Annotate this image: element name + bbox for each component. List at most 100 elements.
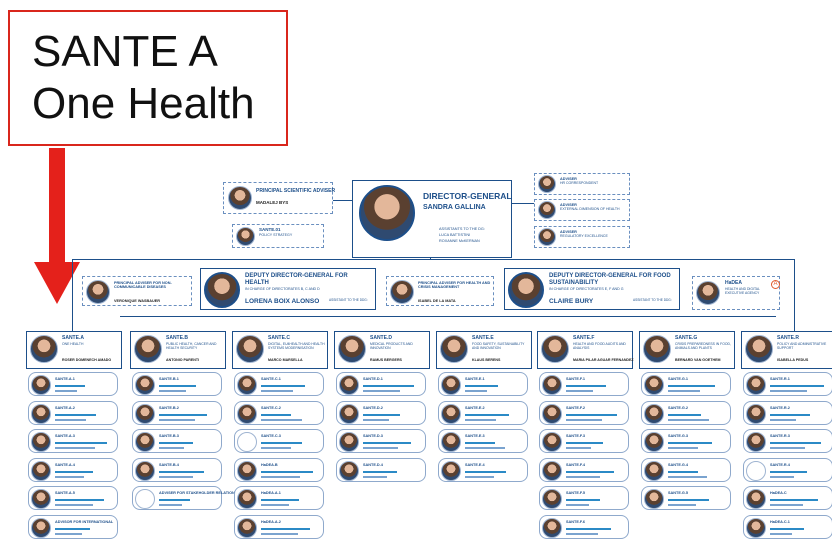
ddg-health-assist: ASSISTANT TO THE DDG: xyxy=(329,298,368,302)
avatar xyxy=(644,375,664,395)
avatar xyxy=(339,403,359,424)
directorate-head: RAMUS BERGERS xyxy=(370,358,402,362)
unit-code: HaDEA.A.2 xyxy=(261,519,281,524)
avatar xyxy=(338,335,366,363)
unit-text-line xyxy=(566,504,589,506)
sante-01-box: SANTE.01 POLICY STRATEGY xyxy=(232,224,324,248)
unit-code: ADVISER FOR STAKEHOLDER RELATIONS xyxy=(159,491,238,495)
unit-text-line xyxy=(261,442,302,444)
unit-code: SANTE.E.4 xyxy=(465,462,485,467)
unit-code: SANTE.F.5 xyxy=(566,491,585,495)
ddg-food-assist: ASSISTANT TO THE DDG: xyxy=(633,298,672,302)
avatar xyxy=(746,403,766,424)
directorate-head: ISABELLA PEDUS xyxy=(777,358,809,362)
avatar xyxy=(339,375,359,395)
avatar xyxy=(644,432,664,452)
unit-box: SANTE.E.3 xyxy=(438,429,528,453)
unit-text-line xyxy=(55,475,84,478)
unit-text-line xyxy=(465,418,496,421)
pa-ncd-title: PRINCIPAL ADVISER FOR NON-COMMUNICABLE D… xyxy=(114,281,172,290)
unit-code: HaDEA.A.1 xyxy=(261,491,281,495)
unit-box: HaDEA.A.1 xyxy=(234,486,324,510)
unit-code: SANTE.A.4 xyxy=(55,462,75,467)
unit-code: SANTE.G.1 xyxy=(668,377,689,381)
avatar xyxy=(135,489,155,509)
director-general-box: DIRECTOR-GENERAL SANDRA GALLINA ASSISTAN… xyxy=(352,180,512,258)
ddg-health-title: DEPUTY DIRECTOR-GENERAL FOR HEALTH xyxy=(245,273,348,286)
adviser-title: ADVISER xyxy=(560,177,577,181)
unit-text-line xyxy=(668,413,701,416)
avatar xyxy=(86,280,110,304)
directorate-head: KLAUS BERENS xyxy=(472,358,501,362)
unit-text-line xyxy=(465,385,498,387)
unit-code: ADVISOR FOR INTERNATIONAL xyxy=(55,519,114,524)
directorate-title: FOOD SAFETY, SUSTAINABILITY AND INNOVATI… xyxy=(472,342,525,350)
unit-box: SANTE.F.2 xyxy=(539,400,629,425)
avatar xyxy=(542,489,562,509)
unit-box: SANTE.F.4 xyxy=(539,457,629,482)
unit-text-line xyxy=(261,527,310,530)
unit-code: SANTE.F.1 xyxy=(566,377,585,381)
unit-box: SANTE.B.1 xyxy=(132,372,222,396)
avatar xyxy=(542,403,562,424)
unit-text-line xyxy=(363,418,389,421)
avatar xyxy=(390,280,414,304)
unit-text-line xyxy=(261,413,291,416)
unit-code: SANTE.G.5 xyxy=(668,491,689,495)
unit-box: ADVISER FOR STAKEHOLDER RELATIONS xyxy=(132,486,237,510)
unit-box: SANTE.E.2 xyxy=(438,400,528,425)
unit-box: SANTE.B.4 xyxy=(132,457,222,482)
unit-box: SANTE.R.3 xyxy=(743,429,832,453)
callout-box: SANTE A One Health xyxy=(8,10,288,146)
unit-text-line xyxy=(159,499,190,501)
adviser-title: ADVISER xyxy=(560,203,577,207)
unit-text-line xyxy=(668,499,709,501)
unit-text-line xyxy=(566,385,606,387)
avatar xyxy=(746,517,766,538)
unit-text-line xyxy=(668,470,698,473)
adviser-regulatory-box: ADVISER REGULATORY EXCELLENCE xyxy=(534,226,630,248)
unit-box: SANTE.E.4 xyxy=(438,457,528,482)
pa-crisis-name: ISABEL DE LA MATA xyxy=(418,299,456,303)
callout-line-2: One Health xyxy=(32,79,255,128)
avatar xyxy=(696,281,720,305)
adviser-title: ADVISER xyxy=(560,230,577,234)
unit-text-line xyxy=(55,527,90,530)
unit-text-line xyxy=(55,447,95,449)
principal-scientific-adviser-box: PRINCIPAL SCIENTIFIC ADVISER MADALEJ BYS xyxy=(223,182,335,214)
unit-text-line xyxy=(566,532,598,535)
unit-text-line xyxy=(770,532,792,535)
unit-code: SANTE.D.1 xyxy=(363,377,383,381)
directorate-head: ANTONIO PARENTI xyxy=(166,358,200,362)
directorate-box: SANTE.B PUBLIC HEALTH, CANCER AND HEALTH… xyxy=(130,331,226,369)
unit-text-line xyxy=(55,385,85,387)
directorate-box: SANTE.R POLICY AND ADMINISTRATIVE SUPPOR… xyxy=(741,331,832,369)
adviser-sub: HR CORRESPONDENT xyxy=(560,181,599,185)
unit-text-line xyxy=(159,385,196,387)
avatar xyxy=(237,375,257,395)
unit-box: SANTE.R.4 xyxy=(743,457,832,482)
unit-text-line xyxy=(566,470,614,473)
directorate-title: CRISIS PREPAREDNESS IN FOOD, ANIMALS AND… xyxy=(675,342,731,350)
avatar xyxy=(30,335,58,363)
unit-code: SANTE.C.2 xyxy=(261,405,281,410)
unit-text-line xyxy=(55,390,77,392)
unit-box: SANTE.F.3 xyxy=(539,429,629,453)
avatar xyxy=(359,185,415,241)
unit-text-line xyxy=(55,499,104,501)
unit-code: SANTE.G.2 xyxy=(668,405,689,410)
unit-text-line xyxy=(261,447,291,449)
unit-text-line xyxy=(363,413,400,416)
unit-box: SANTE.G.4 xyxy=(641,457,731,482)
directorate-box: SANTE.D MEDICAL PRODUCTS AND INNOVATION … xyxy=(334,331,430,369)
directorate-title: DIGITAL, EU4HEALTH AND HEALTH SYSTEMS MO… xyxy=(268,342,325,350)
connector-line xyxy=(794,259,795,333)
avatar xyxy=(204,272,240,308)
unit-box: SANTE.A.5 xyxy=(28,486,118,510)
pa-ncd-name: VERONIQUE WASBAUER xyxy=(114,299,160,303)
unit-text-line xyxy=(566,413,617,416)
unit-text-line xyxy=(770,390,807,392)
unit-text-line xyxy=(770,447,805,449)
unit-text-line xyxy=(159,470,204,473)
directorate-code: SANTE.D xyxy=(370,335,392,341)
